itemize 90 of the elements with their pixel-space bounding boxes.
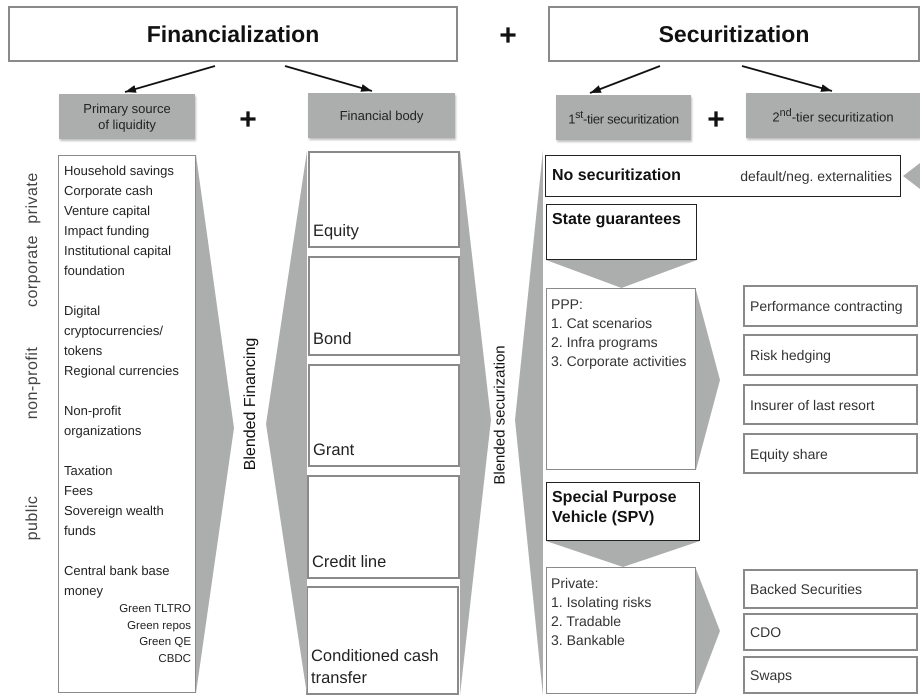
chevron-arrow (903, 163, 920, 189)
instrument-box (743, 334, 918, 376)
list-item-text: 1. Cat scenarios (551, 314, 654, 333)
category-header (746, 93, 920, 138)
list-item-text: 2. Infra programs (551, 333, 659, 352)
plus-sign: + (499, 19, 517, 53)
heading-box (546, 204, 697, 260)
list-item-text: 3. Corporate activities (551, 352, 688, 371)
source-item-text: Venture capital (64, 202, 152, 220)
list-heading-text: Private: (551, 574, 600, 593)
source-item-text: Non-profit organizations (64, 402, 142, 440)
instrument-box (308, 151, 460, 248)
instrument-box (743, 569, 918, 609)
item-text: Equity share (750, 446, 828, 462)
hourglass-band (460, 150, 543, 696)
sector-label: private (24, 172, 42, 224)
source-item-text: Institutional capital foundation (64, 242, 172, 280)
source-item-text: Regional currencies (64, 362, 180, 380)
instrument-text: Grant (313, 440, 356, 461)
item-text: Insurer of last resort (750, 396, 874, 412)
instrument-box (306, 586, 459, 695)
plus-sign: + (707, 103, 725, 137)
note-text: default/neg. externalities (740, 168, 892, 184)
source-item-text: Impact funding (64, 222, 150, 240)
item-text: Risk hedging (750, 347, 831, 363)
header-text: Primary source of liquidity (82, 100, 172, 132)
heading-text: State guarantees (552, 210, 682, 230)
hourglass-band (196, 150, 307, 696)
source-item-text: Sovereign wealth funds (64, 502, 165, 540)
instrument-box (743, 285, 918, 327)
instrument-text: Credit line (312, 552, 388, 573)
source-item-text: Taxation (64, 462, 114, 480)
chevron-arrow (696, 569, 720, 694)
list-item-text: 2. Tradable (551, 612, 622, 631)
arrow (124, 65, 216, 93)
chevron-arrow (546, 260, 697, 288)
header-text: 1$^{st}$-tier securitization (568, 108, 679, 128)
item-text: Performance contracting (750, 298, 903, 314)
source-item-text: Digital cryptocurrencies/ tokens (64, 302, 164, 360)
band-label: Blended securization (492, 345, 508, 485)
instrument-box (308, 256, 460, 356)
sector-label: corporate (24, 234, 42, 308)
sector-label: public (24, 496, 42, 540)
sector-label: non-profit (24, 346, 42, 420)
arrow (590, 65, 660, 94)
source-item-text: Central bank base money (64, 562, 171, 600)
instrument-box (308, 364, 460, 467)
instrument-box (743, 656, 918, 694)
list-item-text: 1. Isolating risks (551, 593, 652, 612)
chevron-arrow (696, 290, 720, 470)
instrument-box (743, 613, 918, 651)
title-text: Financialization (146, 20, 320, 48)
chevron-arrow (546, 541, 700, 567)
heading-text: Special Purpose Vehicle (SPV) (552, 488, 678, 528)
category-header (308, 93, 455, 138)
arrow (284, 65, 372, 92)
instrument-text: Bond (313, 329, 353, 350)
sub-item-text: Green TLTRO (118, 602, 191, 617)
arrow (742, 65, 832, 92)
sub-item-text: Green repos (126, 618, 191, 634)
instrument-box (307, 475, 460, 579)
instrument-box (743, 433, 918, 474)
source-item-text: Corporate cash (64, 182, 154, 200)
heading-box (546, 482, 700, 541)
detail-box (546, 567, 696, 694)
title-box (8, 6, 458, 62)
source-list-box (58, 155, 196, 693)
list-item-text: 3. Bankable (551, 631, 626, 650)
source-item-text: Fees (64, 482, 94, 500)
band-label: Blended Financing (242, 338, 260, 470)
instrument-box (743, 384, 918, 425)
category-header (59, 94, 195, 139)
heading-text: No securitization (552, 167, 681, 185)
instrument-text: Equity (313, 221, 360, 242)
header-text: 2$^{nd}$-tier securitization (772, 106, 894, 126)
sub-item-text: Green QE (138, 635, 191, 650)
header-text: Financial body (340, 108, 424, 124)
list-heading-text: PPP: (551, 295, 584, 314)
detail-box (546, 288, 696, 470)
source-item-text: Household savings (64, 162, 175, 180)
sub-item-text: CBDC (157, 652, 191, 666)
plus-sign: + (239, 103, 257, 137)
item-text: Swaps (750, 667, 792, 683)
title-text: Securitization (658, 20, 810, 48)
category-header (556, 95, 691, 140)
instrument-text: Conditioned cash transfer (311, 646, 440, 689)
option-box (545, 155, 901, 197)
item-text: CDO (750, 624, 782, 640)
item-text: Backed Securities (750, 581, 862, 597)
title-box (548, 6, 920, 62)
